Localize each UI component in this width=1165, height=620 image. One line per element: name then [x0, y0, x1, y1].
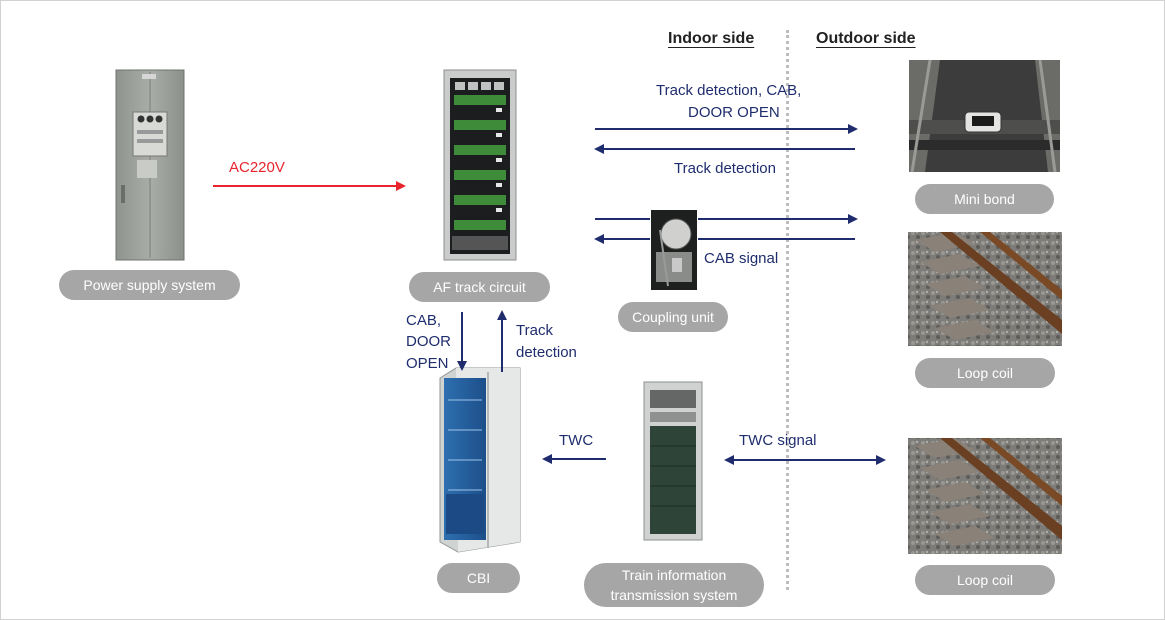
mini-bond-image	[909, 59, 1060, 173]
loop-coil-label-2: Loop coil	[915, 565, 1055, 595]
af-track-circuit-rack-image	[443, 69, 517, 261]
indoor-side-header: Indoor side	[668, 30, 755, 47]
train-info-rack-image	[643, 381, 703, 541]
train-info-label-line1: Train information	[621, 567, 727, 583]
cab-door-label-line2: DOOR	[406, 333, 451, 350]
track-cab-label-line2: DOOR OPEN	[688, 104, 780, 121]
track-detection-up-label-line1: Track	[516, 322, 553, 339]
cbi-cabinet-image	[439, 367, 521, 553]
outdoor-side-header: Outdoor side	[816, 30, 916, 47]
loop-coil-image-2	[908, 438, 1062, 554]
af-track-circuit-label: AF track circuit	[409, 272, 550, 302]
coupling-unit-label: Coupling unit	[618, 302, 728, 332]
train-info-label-line2: transmission system	[610, 587, 738, 603]
track-detection-label: Track detection	[674, 160, 776, 177]
coupling-unit-image	[651, 210, 697, 290]
track-cab-label-line1: Track detection, CAB,	[656, 82, 802, 99]
power-supply-label: Power supply system	[59, 270, 240, 300]
cab-door-label-line1: CAB,	[406, 312, 442, 329]
twc-label: TWC	[559, 432, 594, 449]
loop-coil-image-1	[908, 232, 1062, 346]
twc-signal-label: TWC signal	[739, 432, 817, 449]
train-info-transmission-label: Train information transmission system	[584, 563, 764, 607]
cbi-label: CBI	[437, 563, 520, 593]
power-supply-cabinet-image	[115, 69, 185, 261]
track-detection-up-label-line2: detection	[516, 344, 577, 361]
indoor-outdoor-divider	[786, 30, 789, 590]
cab-door-label-line3: OPEN	[406, 355, 449, 372]
cab-signal-label: CAB signal	[704, 250, 779, 267]
ac220v-label: AC220V	[229, 159, 285, 176]
loop-coil-label-1: Loop coil	[915, 358, 1055, 388]
mini-bond-label: Mini bond	[915, 184, 1054, 214]
